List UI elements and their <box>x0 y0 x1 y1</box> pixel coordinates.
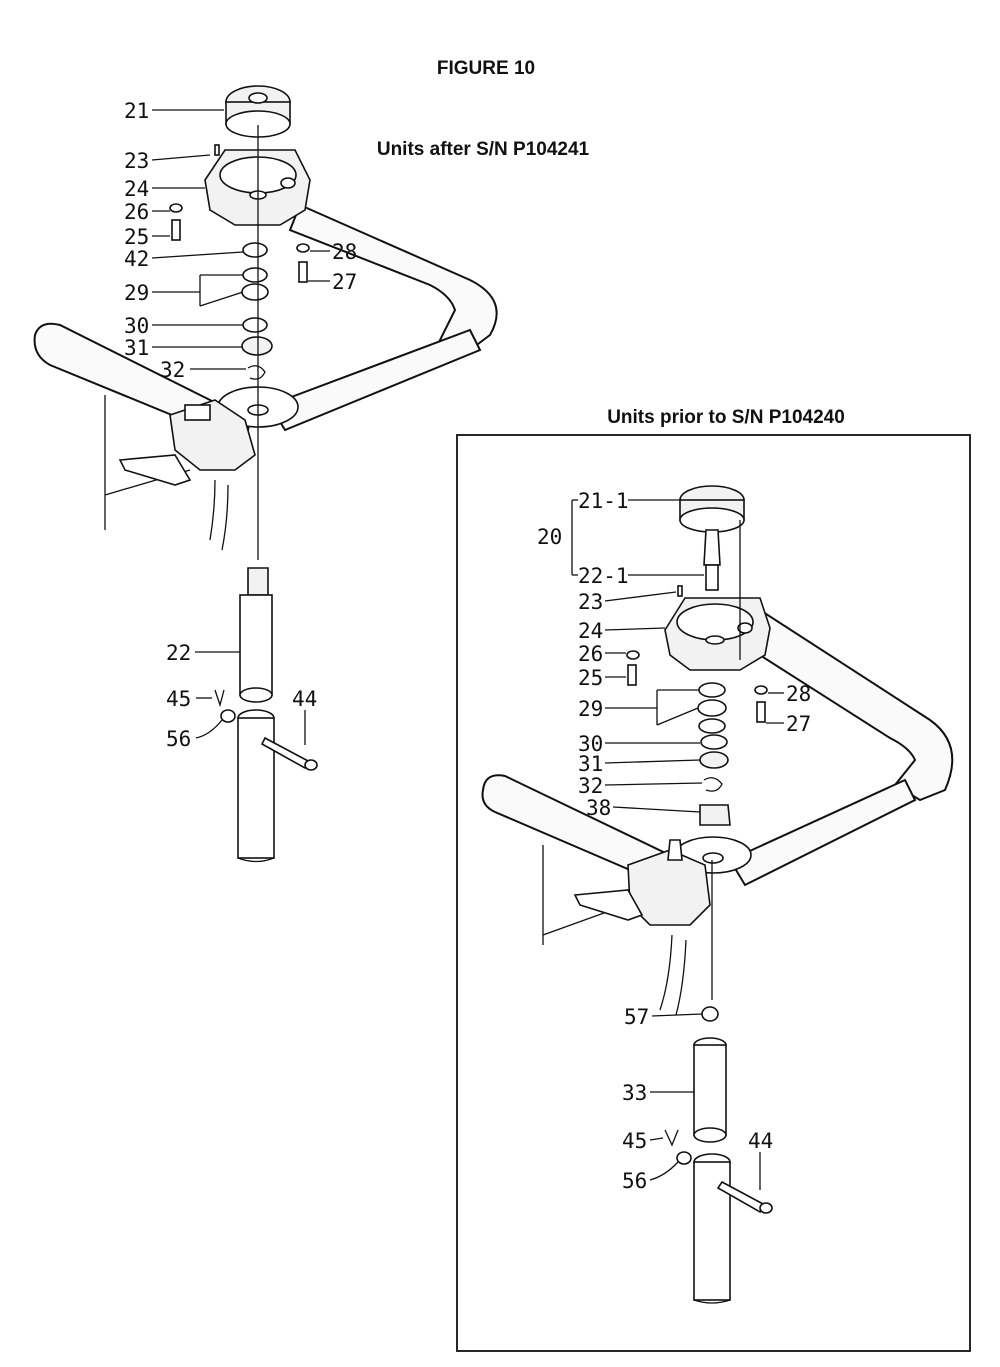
prior-box <box>456 434 971 1352</box>
label-20: 20 <box>537 525 562 549</box>
label-26: 26 <box>578 642 603 666</box>
label-57: 57 <box>624 1005 649 1029</box>
label-38: 38 <box>586 796 611 820</box>
label-28: 28 <box>786 682 811 706</box>
label-44: 44 <box>748 1129 773 1153</box>
label-56: 56 <box>622 1169 647 1193</box>
after-heading: Units after S/N P104241 <box>377 139 590 160</box>
prior-labels: 21-1 20 22-1 23 24 26 25 29 30 31 32 38 … <box>537 489 811 1193</box>
label-27: 27 <box>786 712 811 736</box>
label-32: 32 <box>160 358 185 382</box>
label-56: 56 <box>166 727 191 751</box>
label-31: 31 <box>124 336 149 360</box>
label-23: 23 <box>578 590 603 614</box>
label-29: 29 <box>124 281 149 305</box>
label-45: 45 <box>622 1129 647 1153</box>
label-44: 44 <box>292 687 317 711</box>
label-25: 25 <box>578 666 603 690</box>
label-33: 33 <box>622 1081 647 1105</box>
after-assembly <box>33 85 498 863</box>
label-28: 28 <box>332 240 357 264</box>
label-22: 22 <box>166 641 191 665</box>
prior-heading: Units prior to S/N P104240 <box>607 407 845 428</box>
label-25: 25 <box>124 225 149 249</box>
label-27: 27 <box>332 270 357 294</box>
label-31: 31 <box>578 752 603 776</box>
label-22-1: 22-1 <box>578 564 629 588</box>
label-29: 29 <box>578 697 603 721</box>
prior-assembly <box>481 485 954 1304</box>
label-26: 26 <box>124 200 149 224</box>
after-labels: 21 23 24 26 25 42 29 30 31 32 28 27 22 4… <box>124 99 357 751</box>
label-45: 45 <box>166 687 191 711</box>
label-42: 42 <box>124 247 149 271</box>
prior-leaders <box>571 499 784 1190</box>
label-30: 30 <box>578 732 603 756</box>
figure-title: FIGURE 10 <box>437 58 535 79</box>
after-leaders <box>151 109 330 745</box>
label-30: 30 <box>124 314 149 338</box>
label-24: 24 <box>124 177 149 201</box>
label-21-1: 21-1 <box>578 489 629 513</box>
label-21: 21 <box>124 99 149 123</box>
label-24: 24 <box>578 619 603 643</box>
label-32: 32 <box>578 774 603 798</box>
label-23: 23 <box>124 149 149 173</box>
